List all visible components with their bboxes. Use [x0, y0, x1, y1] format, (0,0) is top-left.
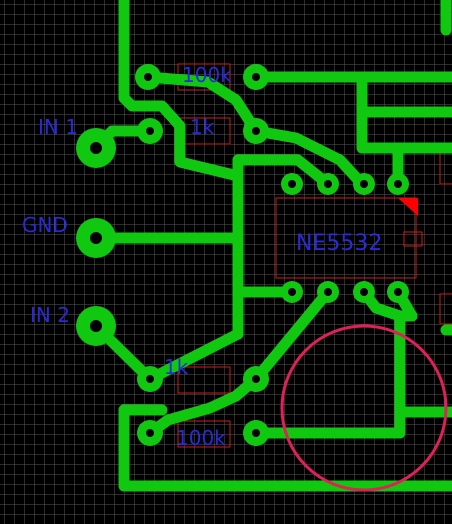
label-in1: IN 1: [38, 115, 78, 139]
label-r-top-100k: 100k: [182, 63, 232, 87]
label-chip: NE5532: [296, 231, 382, 256]
label-gnd: GND: [22, 213, 68, 237]
trace-top-1k-to-pin6: [250, 125, 368, 190]
trace-left-top-rail: [118, 0, 244, 182]
label-r-bot-1k: 1k: [164, 355, 189, 379]
right-part-outline-2: [439, 293, 452, 325]
pad-holes: [144, 73, 402, 437]
right-part-outline-3: [403, 231, 423, 247]
component-outlines: [177, 63, 452, 448]
label-r-bot-100k: 100k: [176, 426, 226, 450]
trace-bot-1k-to-vertical: [144, 328, 244, 385]
capacitor-outline: [280, 324, 448, 492]
r-bot-1k-outline: [177, 366, 231, 394]
label-r-top-1k: 1k: [190, 115, 215, 139]
connector-pads: [76, 128, 116, 346]
trace-bot-loop: [144, 373, 262, 439]
trace-to-pin7: [232, 154, 334, 190]
trace-right-upper-box: [356, 71, 452, 154]
pin1-marker-icon: [398, 198, 418, 216]
traces: [90, 0, 452, 492]
r-bot-100k-outline: [177, 420, 231, 448]
trace-pin3: [250, 286, 334, 385]
trace-top-100k-diag: [142, 71, 262, 137]
label-in2: IN 2: [30, 303, 70, 327]
chip-outline: [275, 197, 417, 279]
